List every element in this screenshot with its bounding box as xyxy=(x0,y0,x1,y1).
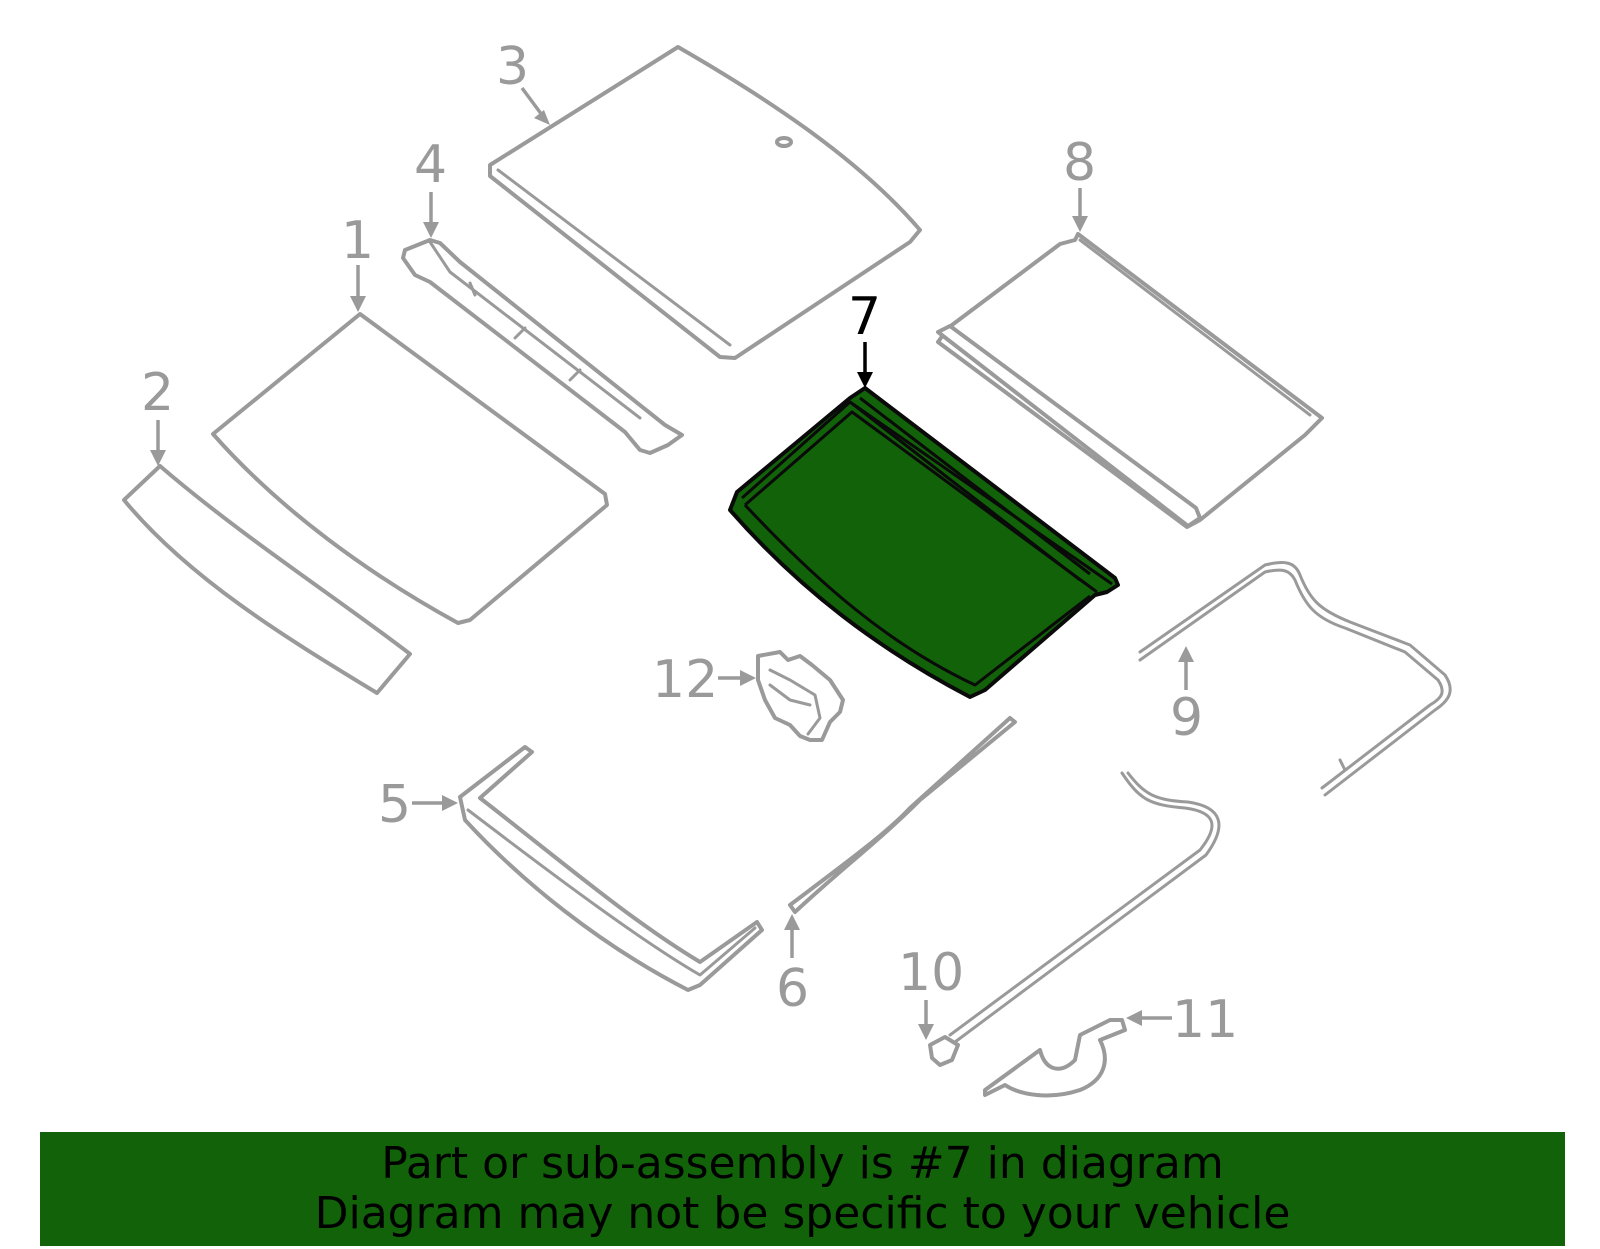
callout-9: 9 xyxy=(1170,688,1203,748)
leader-5 xyxy=(412,795,458,811)
callout-6: 6 xyxy=(776,959,809,1019)
leader-9 xyxy=(1178,646,1194,690)
part-3-panel[interactable] xyxy=(488,45,922,360)
callout-1: 1 xyxy=(341,211,374,271)
leader-6 xyxy=(784,914,800,958)
part-12-clip[interactable] xyxy=(756,650,845,742)
part-4-rail[interactable] xyxy=(401,238,684,455)
leader-4 xyxy=(423,192,439,238)
callout-8: 8 xyxy=(1063,133,1096,193)
callout-4: 4 xyxy=(414,135,447,195)
callout-10: 10 xyxy=(898,943,964,1003)
leader-1 xyxy=(350,265,366,312)
callout-3: 3 xyxy=(496,37,529,97)
part-10-drain-hose[interactable] xyxy=(928,771,1221,1067)
leader-8 xyxy=(1072,188,1088,232)
info-banner: Part or sub-assembly is #7 in diagram Di… xyxy=(40,1132,1565,1246)
leader-2 xyxy=(150,420,166,466)
part-7-sunshade-highlighted[interactable] xyxy=(728,386,1120,699)
banner-line-2: Diagram may not be specific to your vehi… xyxy=(314,1188,1291,1239)
part-2-deflector[interactable] xyxy=(122,464,412,695)
callout-11: 11 xyxy=(1172,990,1238,1050)
callout-7: 7 xyxy=(848,287,881,347)
leader-11 xyxy=(1126,1010,1172,1026)
callout-5: 5 xyxy=(378,775,411,835)
callout-2: 2 xyxy=(141,363,174,423)
part-9-cable[interactable] xyxy=(1138,561,1452,797)
part-5-frame-rail[interactable] xyxy=(458,745,764,992)
part-6-side-rail[interactable] xyxy=(788,716,1017,914)
leader-3 xyxy=(520,86,550,125)
leader-12 xyxy=(718,670,756,686)
leader-7 xyxy=(857,342,873,388)
part-8-panel[interactable] xyxy=(936,232,1324,529)
banner-line-1: Part or sub-assembly is #7 in diagram xyxy=(381,1138,1224,1189)
callout-12: 12 xyxy=(652,650,718,710)
leader-10 xyxy=(918,1000,934,1040)
part-11-bracket[interactable] xyxy=(983,1018,1127,1098)
part-1-glass[interactable] xyxy=(211,312,609,625)
